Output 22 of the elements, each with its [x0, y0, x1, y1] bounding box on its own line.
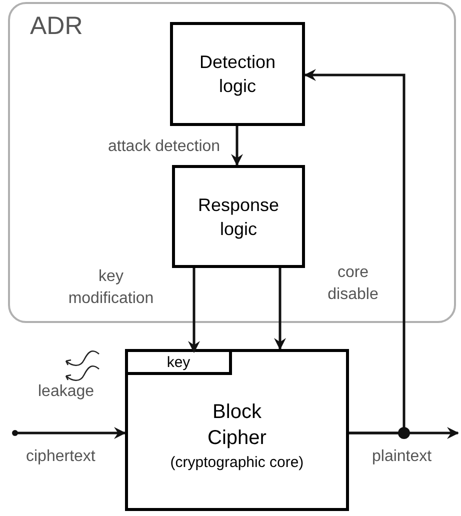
edge-label: plaintext — [372, 447, 433, 467]
process-box — [170, 22, 305, 126]
leakage-label: leakage — [38, 382, 94, 402]
process-box — [172, 165, 305, 268]
arrow — [231, 126, 243, 166]
arrow — [304, 69, 406, 434]
node-label: Block Cipher — [206, 400, 268, 451]
arrow — [274, 268, 286, 350]
node-label: Response logic — [196, 194, 280, 240]
arrow — [188, 268, 200, 353]
edge-label: attack detection — [108, 137, 222, 157]
arrow — [15, 427, 126, 439]
edge-label: key modification — [67, 267, 155, 309]
node-label: (cryptographic core) — [170, 453, 304, 473]
node-label: Detection logic — [198, 51, 277, 98]
process-box — [125, 349, 349, 511]
group-title: ADR — [30, 14, 83, 39]
edge-label: core disable — [326, 263, 380, 305]
key-box — [128, 352, 232, 375]
node-label: key — [166, 354, 190, 370]
edge-label: ciphertext — [26, 447, 96, 467]
group-frame — [8, 2, 456, 323]
